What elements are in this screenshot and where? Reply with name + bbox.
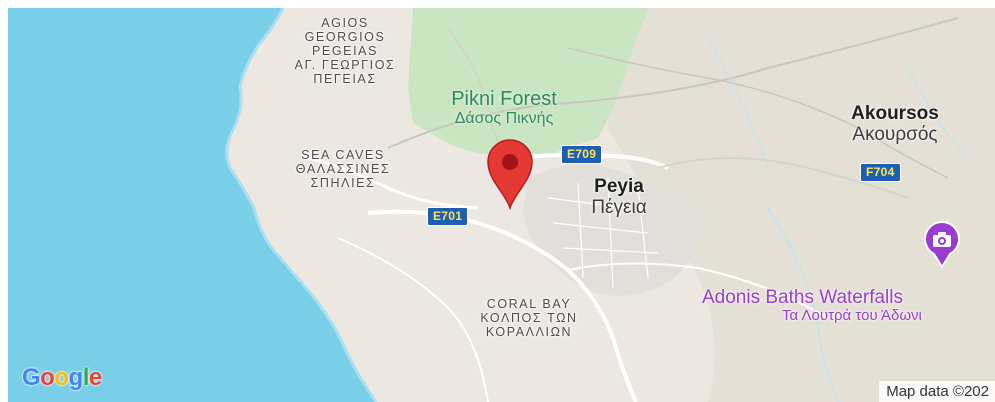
coral-bay-road: [337, 237, 489, 402]
stream: [767, 207, 839, 402]
place-label-pikni-forest: Pikni Forest Δάσος Πικνής: [451, 88, 557, 128]
label-line: Τα Λουτρά του Άδωνι: [782, 307, 922, 325]
map-tiles: [8, 8, 995, 402]
sea-area: [8, 8, 376, 402]
road-shield-e709: E709: [561, 145, 603, 164]
label-line: AGIOS: [321, 16, 369, 30]
label-line: ΘΑΛΑΣΣΙΝΕΣ: [295, 162, 391, 176]
road-shield-f704: F704: [860, 163, 901, 182]
label-line: ΣΠΗΛΙΕΣ: [310, 176, 376, 190]
coastline: [225, 8, 378, 402]
label-line: ΠΕΓΕΙΑΣ: [313, 72, 377, 86]
google-logo-text: Google: [22, 364, 102, 392]
forest-area: [408, 8, 648, 158]
label-line: Ακουρσός: [852, 124, 938, 146]
place-label-akoursos: Akoursos Ακουρσός: [851, 103, 939, 146]
islet: [253, 57, 259, 63]
label-line: ΚΟΛΠΟΣ ΤΩΝ: [480, 311, 578, 325]
hill-shading: [608, 8, 995, 402]
stream-east: [907, 67, 969, 159]
minor-road-ridge: [567, 47, 949, 179]
road-to-akoursos: [657, 157, 909, 199]
road-e709: [507, 152, 669, 170]
poi-label-adonis-baths[interactable]: Adonis Baths Waterfalls Τα Λουτρά του Άδ…: [702, 287, 922, 325]
logo-letter: e: [88, 364, 102, 391]
map-viewport[interactable]: AGIOS GEORGIOS PEGEIAS ΑΓ. ΓΕΩΡΓΙΟΣ ΠΕΓΕ…: [8, 8, 995, 402]
town-streets: [547, 177, 659, 289]
label-line: Peyia: [594, 176, 644, 197]
camera-icon[interactable]: [922, 221, 962, 269]
map-pin-icon[interactable]: [482, 136, 538, 210]
label-line: Πέγεια: [591, 197, 647, 219]
stream-north: [707, 37, 769, 169]
logo-letter: o: [54, 364, 69, 391]
google-logo[interactable]: Google: [22, 364, 102, 392]
coastal-road: [307, 156, 479, 210]
place-label-agios-georgios: AGIOS GEORGIOS PEGEIAS ΑΓ. ΓΕΩΡΓΙΟΣ ΠΕΓΕ…: [295, 16, 396, 86]
label-line: ΚΟΡΑΛΛΙΩΝ: [485, 325, 573, 339]
place-label-sea-caves: SEA CAVES ΘΑΛΑΣΣΙΝΕΣ ΣΠΗΛΙΕΣ: [296, 148, 391, 190]
label-line: Akoursos: [851, 103, 939, 124]
label-line: CORAL BAY: [486, 297, 572, 311]
label-line: PEGEIAS: [311, 44, 379, 58]
label-line: SEA CAVES: [301, 148, 385, 162]
label-line: Δάσος Πικνής: [454, 110, 554, 128]
label-line: ΑΓ. ΓΕΩΡΓΙΟΣ: [294, 58, 396, 72]
peyia-town-area: [523, 164, 708, 296]
local-road-east: [567, 262, 829, 319]
logo-letter: g: [68, 364, 84, 391]
label-line: GEORGIOS: [304, 30, 386, 44]
map-attribution[interactable]: Map data ©202: [879, 381, 995, 402]
logo-letter: o: [40, 364, 55, 391]
secondary-road-north: [387, 17, 959, 149]
logo-letter: l: [82, 364, 90, 391]
road-shield-e701: E701: [427, 207, 469, 226]
place-label-coral-bay: CORAL BAY ΚΟΛΠΟΣ ΤΩΝ ΚΟΡΑΛΛΙΩΝ: [480, 297, 577, 339]
place-label-peyia: Peyia Πέγεια: [591, 176, 646, 219]
label-line: Pikni Forest: [451, 88, 557, 110]
logo-letter: G: [22, 364, 41, 391]
label-line: Adonis Baths Waterfalls: [702, 287, 903, 308]
